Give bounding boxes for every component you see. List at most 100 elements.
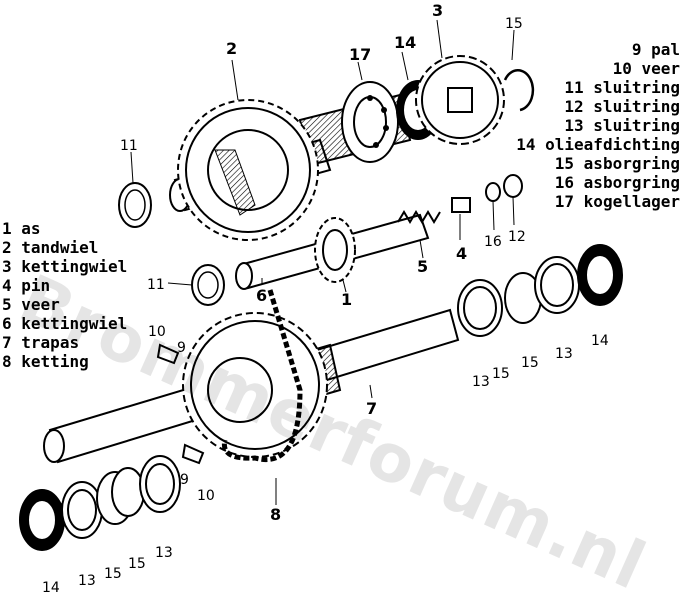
pin [451, 197, 471, 213]
legend-label: sluitring [593, 97, 680, 116]
legend-number: 9 [631, 40, 642, 59]
legend-label: pin [21, 276, 51, 295]
legend-number: 1 [2, 219, 12, 238]
callout-1: 1 [341, 290, 352, 309]
gear-tandwiel [177, 99, 319, 241]
legend-number: 13 [564, 116, 584, 135]
callout-14a: 14 [394, 33, 416, 52]
legend-number: 16 [554, 173, 575, 192]
callout-10b: 10 [197, 488, 215, 504]
legend-label: tandwiel [21, 238, 99, 257]
legend-item: 13 sluitring [516, 116, 680, 135]
legend-item: 1 as [2, 219, 127, 238]
callout-13c: 13 [155, 545, 173, 561]
legend-label: asborgring [583, 154, 680, 173]
legend-item: 5 veer [2, 295, 127, 314]
callout-13b: 13 [472, 374, 490, 390]
callout-3: 3 [432, 1, 443, 20]
callout-numbers: 2 3 17 14 15 11 11 4 5 1 6 16 12 14 13 1… [42, 1, 609, 596]
legend-label: asborgring [583, 173, 680, 192]
legend-item: 8 ketting [2, 352, 127, 371]
ring-stack-left [19, 455, 181, 551]
sprocket-kettingwiel-3 [415, 55, 505, 145]
legend-label: kettingwiel [21, 257, 128, 276]
legend-item: 7 trapas [2, 333, 127, 352]
legend-item: 9 pal [516, 40, 680, 59]
legend-number: 5 [2, 295, 12, 314]
callout-15c: 15 [492, 366, 510, 382]
callout-9b: 9 [180, 472, 189, 488]
legend-item: 4 pin [2, 276, 127, 295]
chain-ketting [221, 289, 303, 462]
legend-label: sluitring [593, 78, 680, 97]
legend-number: 2 [2, 238, 12, 257]
legend-label: as [21, 219, 41, 238]
legend-label: pal [651, 40, 680, 59]
callout-16: 16 [484, 234, 502, 250]
callout-5: 5 [417, 257, 428, 276]
callout-14c: 14 [42, 580, 60, 595]
callout-12: 12 [508, 229, 526, 245]
ring-stack-right [457, 244, 623, 337]
washer-sluitring-11b [191, 264, 225, 306]
legend-item: 6 kettingwiel [2, 314, 127, 333]
callout-15d: 15 [128, 556, 146, 572]
legend-label: ketting [21, 352, 89, 371]
ring-asborgring-16 [485, 182, 501, 202]
sprocket-lower [182, 312, 328, 458]
callout-13a: 13 [555, 346, 573, 362]
callout-9a: 9 [177, 340, 186, 356]
legend-item: 11 sluitring [516, 78, 680, 97]
legend-number: 8 [2, 352, 12, 371]
spring-veer [397, 210, 441, 224]
legend-number: 3 [2, 257, 12, 276]
legend-item: 17 kogellager [516, 192, 680, 211]
leader-lines [130, 19, 515, 505]
legend-item: 16 asborgring [516, 173, 680, 192]
legend-label: olieafdichting [545, 135, 680, 154]
callout-10a: 10 [148, 324, 166, 340]
legend-label: sluitring [593, 116, 680, 135]
legend-number: 12 [564, 97, 584, 116]
legend-number: 15 [554, 154, 575, 173]
legend-number: 17 [554, 192, 575, 211]
callout-13d: 13 [78, 573, 96, 589]
callout-2: 2 [226, 39, 237, 58]
legend-label: kettingwiel [21, 314, 128, 333]
callout-15e: 15 [104, 566, 122, 582]
callout-15b: 15 [521, 355, 539, 371]
washer-sluitring-11a [118, 182, 152, 228]
callout-4: 4 [456, 244, 467, 263]
callout-11b: 11 [147, 277, 165, 293]
legend-item: 12 sluitring [516, 97, 680, 116]
legend-label: kogellager [583, 192, 680, 211]
legend-number: 7 [2, 333, 12, 352]
callout-6: 6 [256, 286, 267, 305]
pawl-lower [181, 443, 205, 465]
legend-number: 4 [2, 276, 12, 295]
callout-14b: 14 [591, 333, 609, 349]
callout-7: 7 [366, 399, 377, 418]
callout-8: 8 [270, 505, 281, 524]
legend-number: 11 [564, 78, 584, 97]
legend-number: 10 [612, 59, 632, 78]
callout-17: 17 [349, 45, 371, 64]
legend-item: 3 kettingwiel [2, 257, 127, 276]
legend-number: 6 [2, 314, 12, 333]
callout-15a: 15 [505, 16, 523, 32]
legend-number: 14 [516, 135, 536, 154]
legend-label: veer [21, 295, 60, 314]
pawl-upper [156, 343, 180, 365]
legend-item: 15 asborgring [516, 154, 680, 173]
legend-label: trapas [21, 333, 80, 352]
callout-11a: 11 [120, 138, 138, 154]
circlip-upper [503, 68, 535, 112]
legend-label: veer [641, 59, 680, 78]
legend-item: 14 olieafdichting [516, 135, 680, 154]
sprocket-kettingwiel-6 [314, 217, 356, 283]
legend-item: 2 tandwiel [2, 238, 127, 257]
